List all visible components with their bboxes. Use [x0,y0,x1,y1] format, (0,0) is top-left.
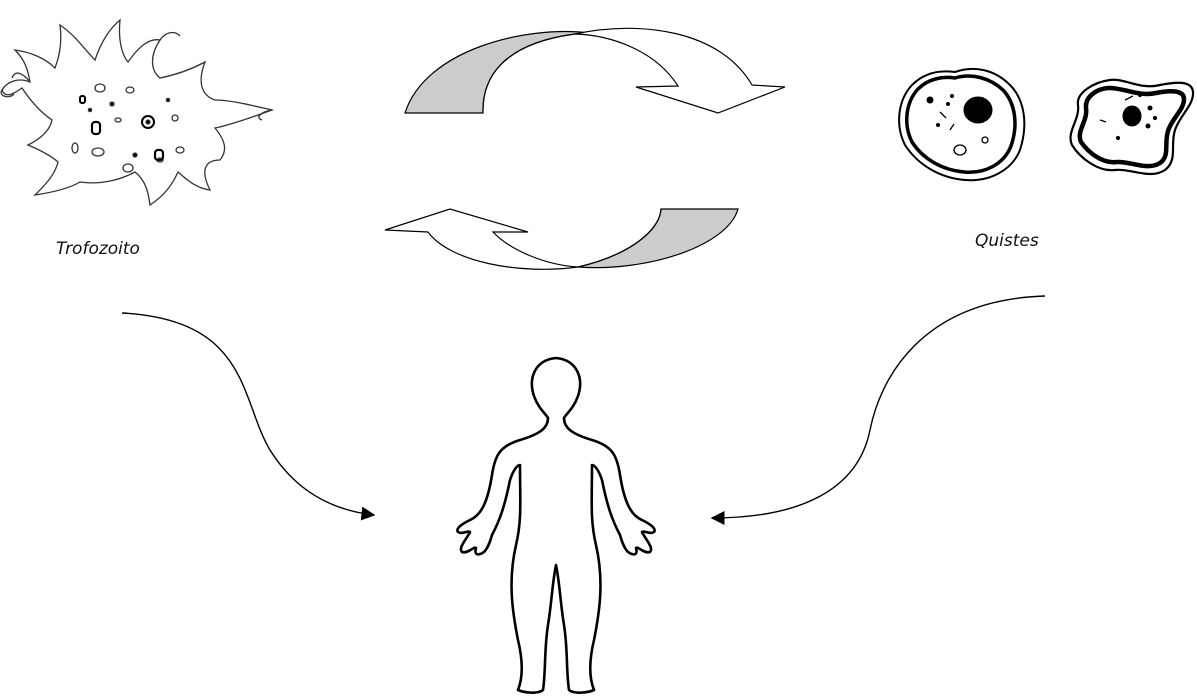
trophozoite-illustration [1,20,272,205]
cysts-label: Quistes [975,231,1039,251]
arrow-trophozoite-to-human [122,313,374,515]
human-figure-illustration [457,358,654,693]
arrow-cysts-to-human [712,296,1045,518]
cyst-angular-illustration [1070,80,1193,174]
cyst-round-illustration [899,69,1024,180]
arrow-cyst-to-trophozoite [385,209,738,269]
arrow-trophozoite-to-cyst [405,28,785,113]
trophozoite-label: Trofozoito [56,239,140,259]
